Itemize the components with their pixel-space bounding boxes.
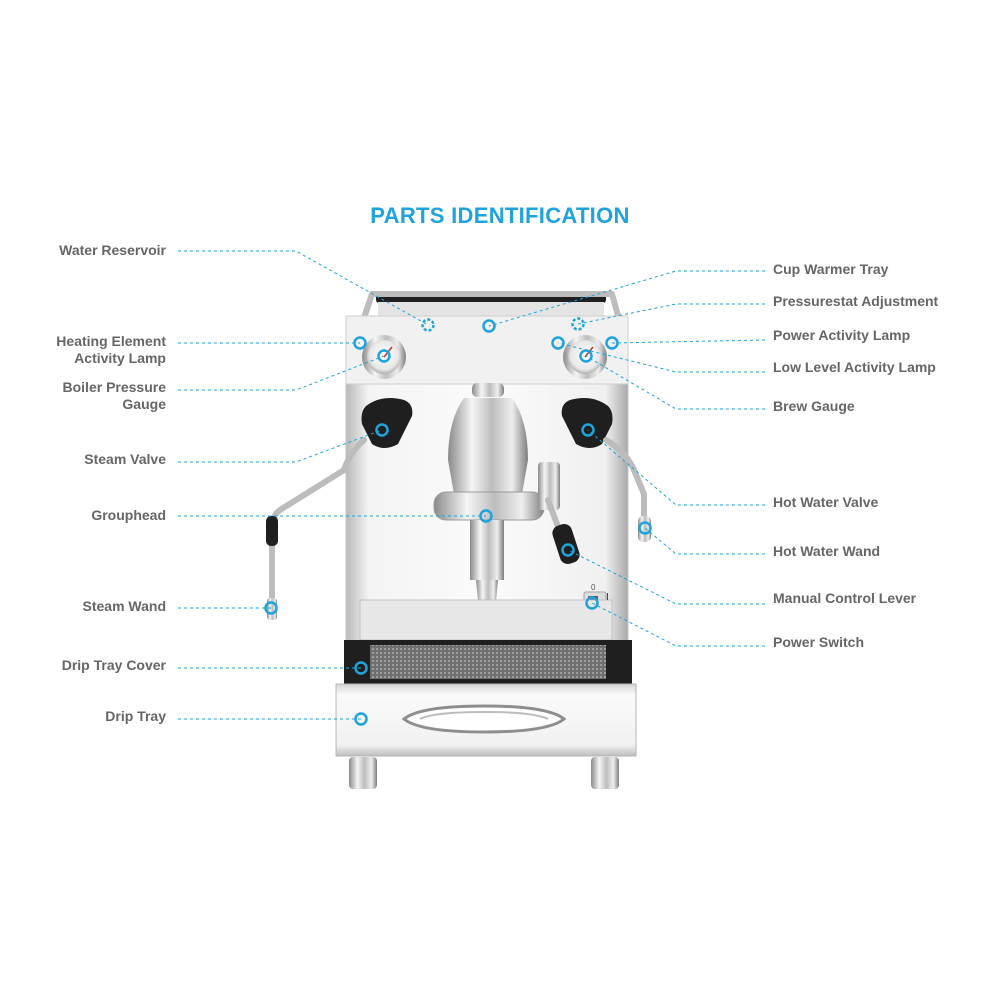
callout-marker-low-level-lamp [551,336,565,350]
label-power-activity-lamp: Power Activity Lamp [773,327,910,344]
label-steam-wand-text: Steam Wand [82,598,167,614]
callout-marker-power-switch [585,596,599,610]
callout-marker-steam-valve [375,423,389,437]
callout-marker-hot-water-wand [638,521,652,535]
hot-water-valve-knob [561,398,613,448]
label-heating-element-line-2: Activity Lamp [74,350,166,366]
drip-tray-cover-grill [370,645,606,679]
label-heating-element-line-1: Heating Element [56,333,166,349]
label-manual-control-lever: Manual Control Lever [773,590,916,607]
pressurestat-mount [538,462,560,510]
drip-tray-handle-inner [419,710,549,720]
grouphead-upper [472,383,504,397]
label-hot-water-wand: Hot Water Wand [773,543,880,560]
label-boiler-gauge-line-2: Gauge [122,396,166,412]
label-drip-tray: Drip Tray [105,708,166,725]
leader-line-water-reservoir [178,250,429,326]
callout-marker-boiler-pressure-gauge [377,349,391,363]
label-cup-warmer-tray: Cup Warmer Tray [773,261,888,278]
callout-marker-drip-tray-cover [354,661,368,675]
callout-marker-hot-water-valve [581,423,595,437]
callout-marker-power-activity-lamp [605,336,619,350]
steam-valve-knob [361,398,413,448]
hot-water-wand-pipe [603,437,647,525]
callout-marker-cup-warmer-tray [482,319,496,333]
grouphead-tower [448,398,528,494]
label-drip-tray-text: Drip Tray [105,708,166,724]
cup-platform [359,599,613,641]
callout-marker-manual-control-lever [561,543,575,557]
label-power-activity-lamp-text: Power Activity Lamp [773,327,911,343]
label-hot-water-valve-text: Hot Water Valve [773,494,879,510]
callout-marker-drip-tray [354,712,368,726]
foot-right [591,757,619,789]
label-pressurestat-adjustment: Pressurestat Adjustment [773,293,938,310]
label-brew-gauge-text: Brew Gauge [773,398,855,414]
portafilter [470,520,504,580]
label-brew-gauge: Brew Gauge [773,398,855,415]
label-low-level-activity-lamp-text: Low Level Activity Lamp [773,359,936,375]
label-cup-warmer-tray-text: Cup Warmer Tray [773,261,889,277]
leader-line-power-switch [591,602,765,647]
label-steam-valve: Steam Valve [84,451,166,468]
callout-marker-steam-wand [264,601,278,615]
label-hot-water-wand-text: Hot Water Wand [773,543,881,559]
label-water-reservoir-text: Water Reservoir [59,242,166,258]
label-power-switch-text: Power Switch [773,634,865,650]
label-hot-water-valve: Hot Water Valve [773,494,878,511]
drip-tray-handle [401,704,567,734]
label-water-reservoir: Water Reservoir [59,242,166,259]
callout-marker-heating-element-lamp [353,336,367,350]
label-heating-element-activity-lamp: Heating Element Activity Lamp [56,333,166,367]
leader-line-boiler-pressure-gauge [178,355,385,391]
leader-line-power-activity-lamp [611,339,766,344]
callout-marker-water-reservoir [421,318,435,332]
label-drip-tray-cover-text: Drip Tray Cover [61,657,166,673]
leader-line-cup-warmer-tray [488,270,765,327]
label-steam-valve-text: Steam Valve [84,451,166,467]
label-manual-control-lever-text: Manual Control Lever [773,590,917,606]
label-steam-wand: Steam Wand [83,598,167,615]
callout-marker-pressurestat-adjust [571,317,585,331]
power-switch-on-mark: I [606,592,609,603]
label-grouphead-text: Grouphead [91,507,166,523]
leader-line-low-level-lamp [557,342,765,373]
steam-wand-grip [266,516,278,546]
label-low-level-activity-lamp: Low Level Activity Lamp [773,359,936,376]
label-boiler-gauge-line-1: Boiler Pressure [62,379,167,395]
label-boiler-pressure-gauge: Boiler Pressure Gauge [63,379,167,413]
callout-marker-brew-gauge [579,349,593,363]
page-title: PARTS IDENTIFICATION [370,203,630,228]
label-pressurestat-adjustment-text: Pressurestat Adjustment [773,293,939,309]
label-power-switch: Power Switch [773,634,864,651]
cup-warmer-rail [357,291,625,331]
label-grouphead: Grouphead [91,507,166,524]
callout-marker-grouphead [479,509,493,523]
foot-left [349,757,377,789]
leader-line-brew-gauge [585,355,765,410]
label-drip-tray-cover: Drip Tray Cover [62,657,166,674]
leader-line-manual-control-lever [567,549,765,605]
leader-line-hot-water-wand [644,527,765,555]
power-switch-off-mark: 0 [591,583,596,592]
